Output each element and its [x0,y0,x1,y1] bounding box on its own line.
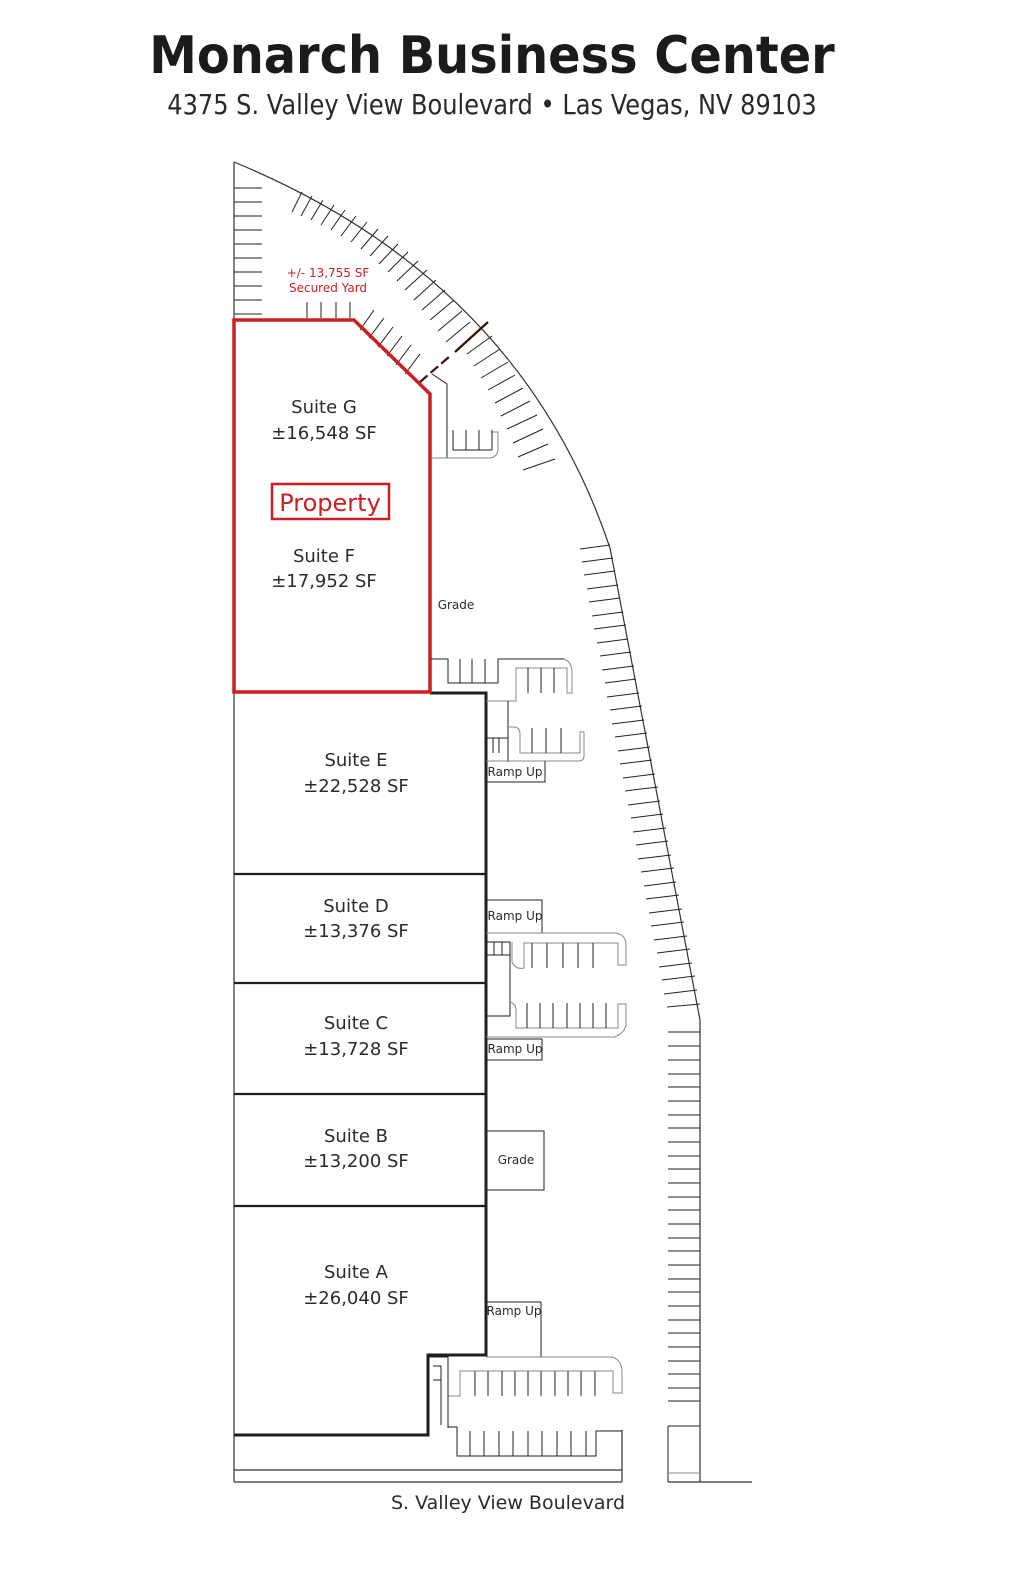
grade-door-b [486,1130,545,1191]
suite-name: Suite F [293,546,355,567]
suite-name: Suite A [324,1262,389,1283]
suite-name: Suite G [291,397,357,418]
suite-name: Suite C [324,1013,388,1034]
suite-f: Suite F ±17,952 SF [271,546,377,592]
suite-sf: ±22,528 SF [303,776,409,797]
suite-d: Suite D ±13,376 SF [303,896,409,942]
yard-label: Secured Yard [289,281,367,295]
street-label: S. Valley View Boulevard [391,1492,625,1514]
suite-name: Suite B [324,1126,388,1147]
building-outline [234,691,488,1437]
parking-west-top [234,187,351,318]
suite-b: Suite B ±13,200 SF [303,1126,409,1172]
loading-area-cd [486,899,627,1061]
parking-east-stalls [579,544,701,1482]
loading-label-grade-b: Grade [498,1153,535,1167]
suite-e: Suite E ±22,528 SF [303,750,409,797]
loading-area-g [431,373,499,459]
suite-g: Suite G ±16,548 SF [271,397,377,444]
suite-sf: ±26,040 SF [303,1288,409,1309]
suite-a: Suite A ±26,040 SF [303,1262,409,1309]
page-title: Monarch Business Center [149,26,835,86]
yard-area-label: +/- 13,755 SF [287,266,370,280]
loading-label-ramp-d: Ramp Up [488,909,543,923]
suite-sf: ±13,376 SF [303,921,409,942]
property-label: Property [279,489,381,517]
yard-gate [419,321,489,383]
loading-area-a [428,1301,623,1457]
loading-area-ef [431,658,585,783]
loading-label-grade-f: Grade [438,598,475,612]
site-boundary [233,161,752,1483]
suite-sf: ±16,548 SF [271,423,377,444]
suite-c: Suite C ±13,728 SF [303,1013,409,1060]
loading-label-ramp-e: Ramp Up [488,765,543,779]
suite-name: Suite D [323,896,389,917]
suite-sf: ±13,200 SF [303,1151,409,1172]
property-outline [232,318,432,694]
loading-label-ramp-c: Ramp Up [488,1042,543,1056]
address-subtitle: 4375 S. Valley View Boulevard • Las Vega… [167,88,817,121]
suite-sf: ±13,728 SF [303,1039,409,1060]
loading-label-ramp-a: Ramp Up [487,1304,542,1318]
parking-arc-stalls [291,191,556,471]
property-badge [270,482,391,521]
suite-name: Suite E [324,750,387,771]
suite-sf: ±17,952 SF [271,571,377,592]
